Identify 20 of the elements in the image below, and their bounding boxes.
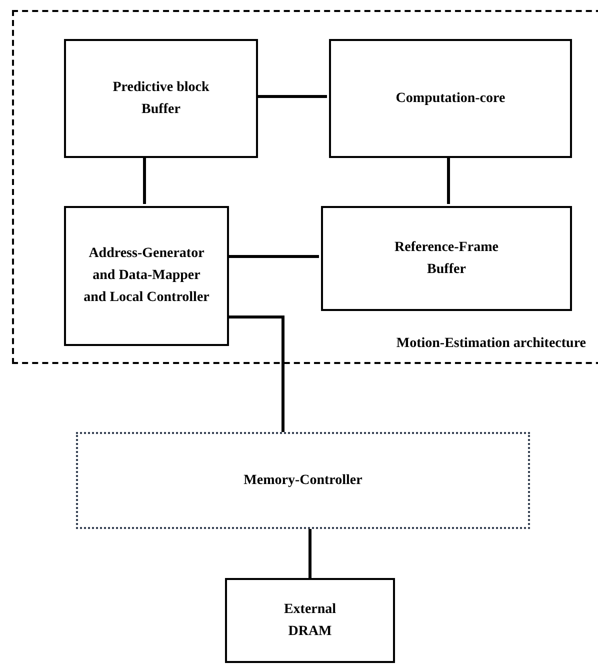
connector-line: [143, 156, 146, 204]
box-label: Computation-core: [396, 90, 506, 108]
connector-line: [227, 255, 319, 258]
connector-line: [308, 529, 312, 578]
connector-line: [447, 156, 450, 204]
box-label: Address-Generator and Data-Mapper and Local Controller: [82, 245, 210, 307]
box-label: Predictive block Buffer: [112, 78, 210, 118]
process-box: [64, 39, 258, 158]
connector-line: [227, 316, 284, 432]
box-label: External DRAM: [282, 600, 338, 640]
connector-line: [256, 95, 327, 98]
box-label: Reference-Frame Buffer: [394, 238, 500, 278]
process-box: [225, 578, 395, 663]
group-label: Motion-Estimation architecture: [396, 335, 586, 353]
architecture-boundary: [12, 10, 598, 364]
box-label: Memory-Controller: [244, 472, 362, 490]
process-box: [329, 39, 572, 158]
process-box: [321, 206, 572, 311]
process-box: [64, 206, 229, 346]
memory-controller-box: [76, 432, 530, 529]
